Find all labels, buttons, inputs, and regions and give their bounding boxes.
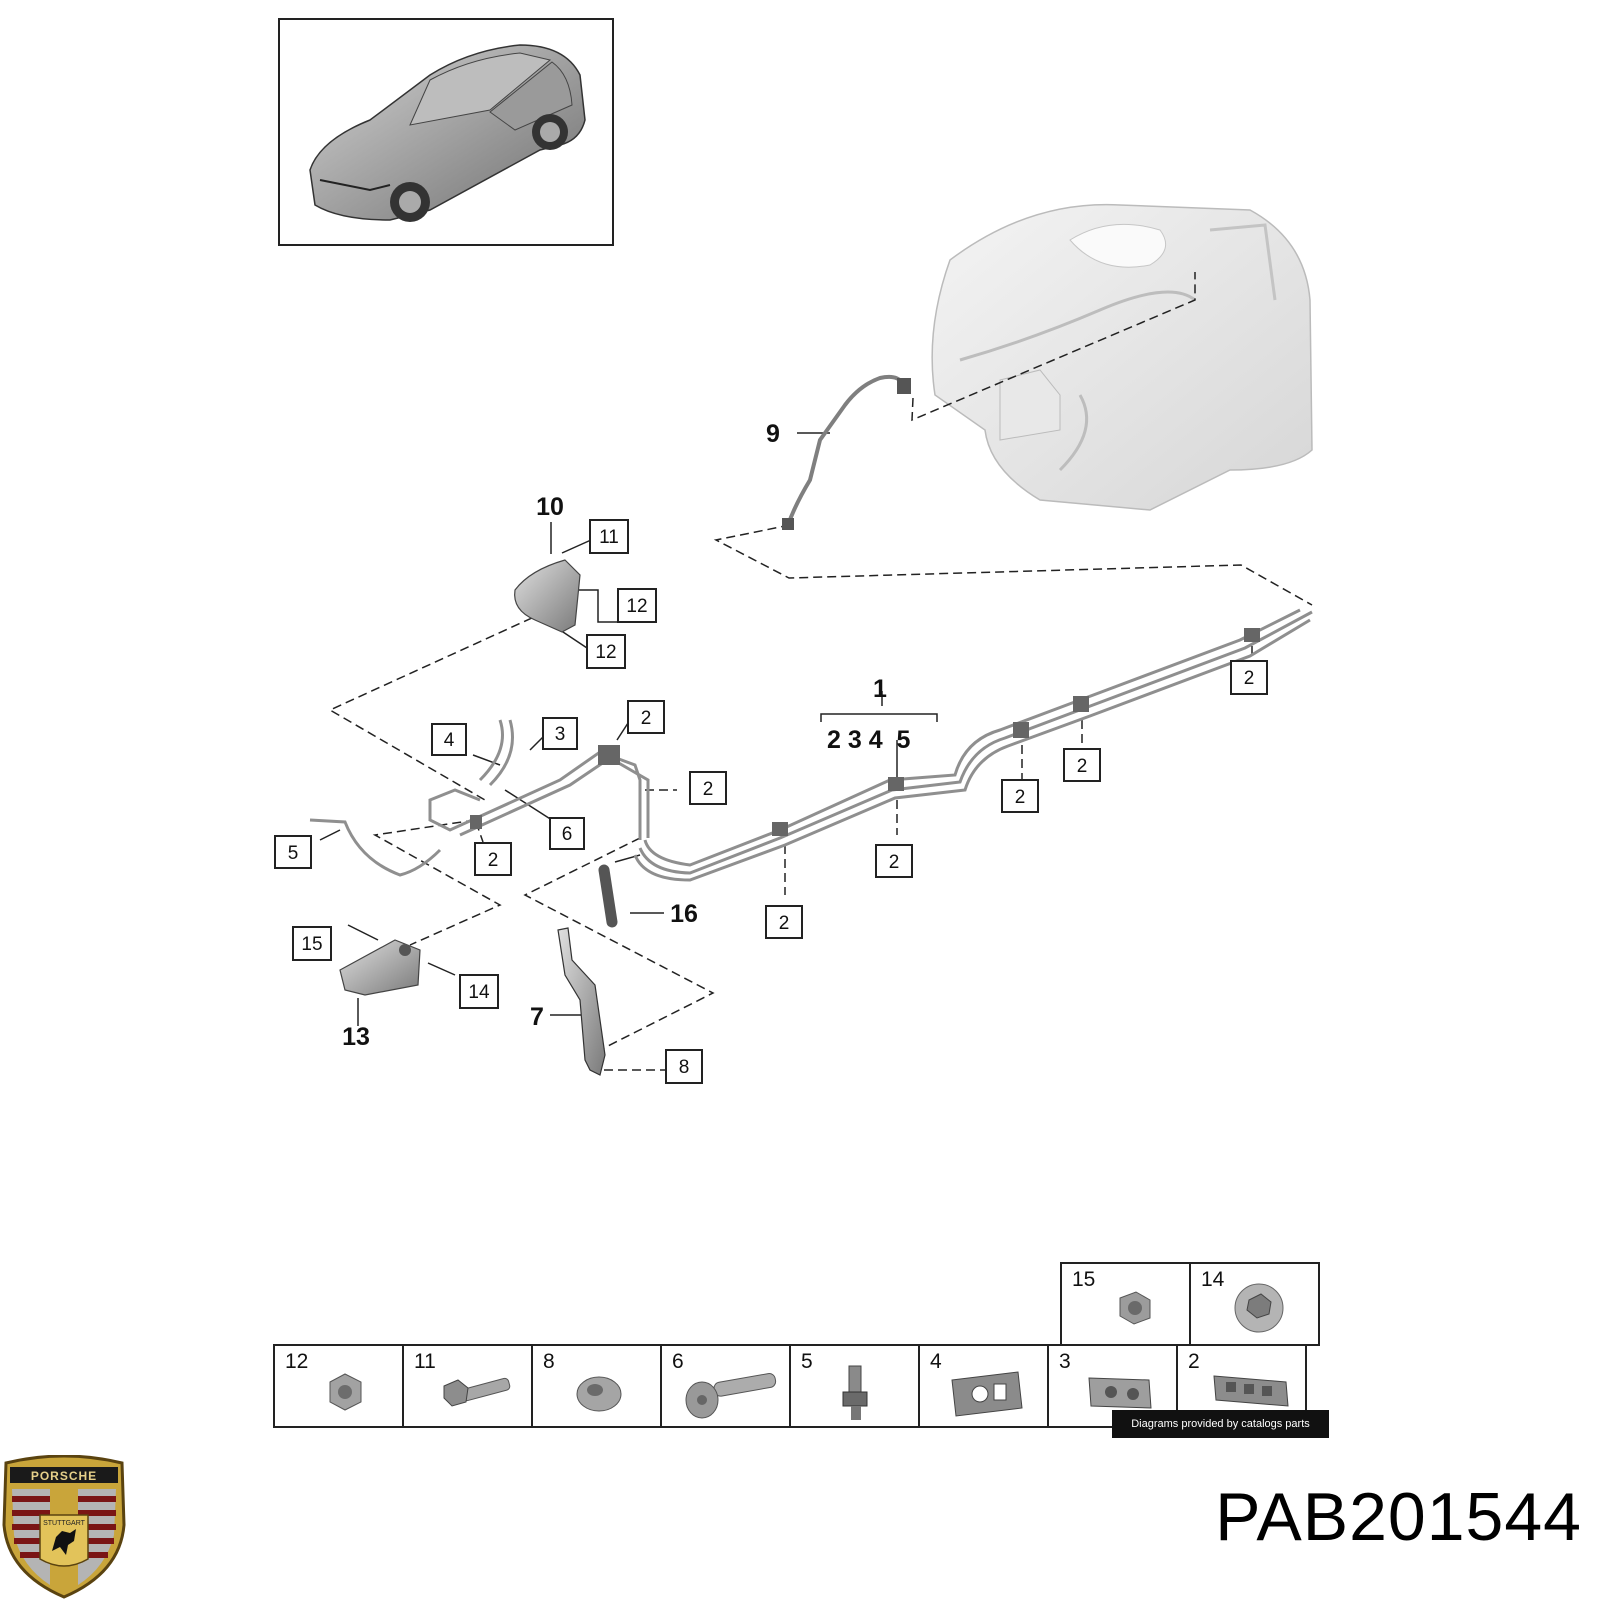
legend-cell-11: 11 <box>402 1344 533 1428</box>
legend-cell-14: 14 <box>1189 1262 1320 1346</box>
callout-bold-b16: 16 <box>670 900 698 928</box>
svg-text:2: 2 <box>889 852 900 873</box>
svg-text:2: 2 <box>779 913 790 934</box>
svg-text:2: 2 <box>1077 756 1088 777</box>
svg-text:6: 6 <box>562 824 573 845</box>
bracket-13 <box>339 939 421 996</box>
bracket-7 <box>557 927 606 1076</box>
callout-box-c6: 6 <box>549 817 585 850</box>
svg-text:2: 2 <box>703 779 714 800</box>
callout-box-c2b: 2 <box>689 771 727 805</box>
fuel-tank <box>931 203 1313 511</box>
legend-cell-5: 5 <box>789 1344 920 1428</box>
stud-bolt-icon <box>685 1373 777 1419</box>
svg-text:2: 2 <box>488 850 499 871</box>
legend-cell-15: 15 <box>1060 1262 1191 1346</box>
callout-bold-b2345: 2 3 4 5 <box>827 726 910 754</box>
callout-box-c12b: 12 <box>586 634 626 669</box>
nut-washer-icon <box>1234 1283 1284 1333</box>
callout-box-c2e: 2 <box>875 844 913 878</box>
callout-box-c2f: 2 <box>1001 779 1039 813</box>
callout-box-c2d: 2 <box>765 905 803 939</box>
svg-text:12: 12 <box>595 642 616 663</box>
line-clip-icon <box>1213 1375 1289 1407</box>
callout-box-c12a: 12 <box>617 588 657 623</box>
callout-bold-b10: 10 <box>536 493 564 521</box>
svg-text:12: 12 <box>626 596 647 617</box>
legend-cell-4: 4 <box>918 1344 1049 1428</box>
callout-box-c11: 11 <box>589 519 629 554</box>
part-number: PAB201544 <box>1215 1479 1582 1555</box>
callout-box-c8: 8 <box>665 1049 703 1084</box>
hose-16 <box>598 864 618 928</box>
svg-text:15: 15 <box>301 934 322 955</box>
svg-text:2: 2 <box>1244 668 1255 689</box>
callout-box-c2c: 2 <box>474 842 512 876</box>
vehicle-thumbnail-icon <box>309 44 586 222</box>
bolt-icon <box>443 1377 511 1407</box>
callout-box-c15: 15 <box>292 926 332 961</box>
legend-cell-6: 6 <box>660 1344 791 1428</box>
callout-bold-b1: 1 <box>873 675 887 703</box>
svg-text:2: 2 <box>1015 787 1026 808</box>
porsche-crest-logo: PORSCHE STUTTGART <box>2 1455 126 1599</box>
callout-box-c2g: 2 <box>1063 748 1101 782</box>
hardware-legend: 15 14 12 11 8 6 <box>273 1262 1323 1438</box>
svg-text:8: 8 <box>679 1057 690 1078</box>
diagram-watermark: Diagrams provided by catalogs parts <box>1112 1410 1329 1438</box>
legend-cell-8: 8 <box>531 1344 662 1428</box>
svg-text:STUTTGART: STUTTGART <box>43 1520 86 1527</box>
flange-nut-icon <box>576 1376 622 1412</box>
callout-box-c5: 5 <box>274 835 312 869</box>
clip-icon <box>842 1365 868 1420</box>
svg-text:14: 14 <box>468 982 490 1003</box>
line-clips <box>470 628 1260 836</box>
svg-text:3: 3 <box>555 724 566 745</box>
bracket-clip-icon <box>951 1371 1023 1417</box>
pipe-holder-icon <box>1088 1377 1152 1409</box>
svg-text:11: 11 <box>599 527 619 548</box>
svg-text:PORSCHE: PORSCHE <box>31 1469 97 1483</box>
legend-cell-12: 12 <box>273 1344 404 1428</box>
hex-nut-flange-icon <box>1119 1291 1151 1325</box>
callout-box-c14: 14 <box>459 974 499 1009</box>
fuel-lines <box>309 608 1313 882</box>
callout-box-c2h: 2 <box>1230 660 1268 695</box>
callout-bold-b7: 7 <box>530 1003 544 1031</box>
heat-shield-10 <box>514 559 581 633</box>
callout-box-c3: 3 <box>542 717 578 750</box>
callout-box-c2a: 2 <box>627 700 665 734</box>
callout-bold-b9: 9 <box>766 420 780 448</box>
svg-text:4: 4 <box>444 730 455 751</box>
svg-text:2: 2 <box>641 708 652 729</box>
callout-bold-b13: 13 <box>342 1023 370 1051</box>
leader-lines <box>319 432 938 1026</box>
callout-box-c4: 4 <box>431 723 467 756</box>
hex-nut-icon <box>329 1373 362 1411</box>
vehicle-thumbnail-frame <box>278 18 614 246</box>
svg-text:5: 5 <box>288 843 299 864</box>
fuel-line-9 <box>782 374 911 530</box>
